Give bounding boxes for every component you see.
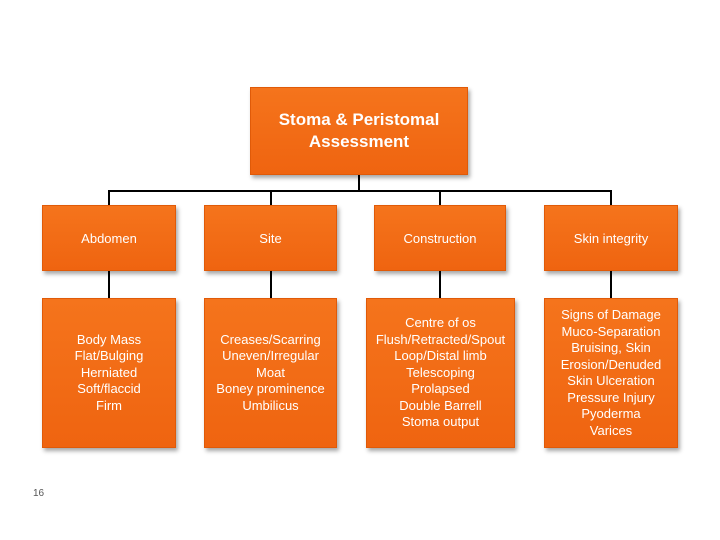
detail-item: Skin Ulceration	[567, 373, 655, 388]
detail-item: Varices	[589, 422, 633, 438]
detail-item: Boney prominence	[216, 381, 325, 397]
detail-item: Pyoderma	[581, 406, 641, 421]
detail-connector-abdomen	[108, 271, 110, 299]
detail-item: Telescoping	[406, 364, 475, 380]
category-site: Site	[204, 205, 337, 271]
branch-connector-abdomen	[108, 190, 110, 206]
detail-item: Firm	[96, 397, 122, 413]
detail-item: Stoma output	[401, 414, 480, 430]
detail-item: Flat/Bulging	[74, 348, 144, 364]
detail-item: Creases/Scarring	[220, 331, 321, 347]
category-abdomen: Abdomen	[42, 205, 176, 271]
category-label: Abdomen	[81, 230, 137, 246]
detail-item: Centre of os	[405, 315, 476, 331]
detail-item: Moat	[256, 364, 285, 380]
detail-item: Flush/Retracted/Spout	[375, 331, 506, 347]
detail-item: Body Mass	[76, 331, 142, 347]
details-construction: Centre of os Flush/Retracted/Spout Loop/…	[366, 298, 515, 448]
detail-connector-skin-integrity	[610, 271, 612, 299]
details-skin-integrity: Signs of Damage Muco-Separation Bruising…	[544, 298, 678, 448]
root-node: Stoma & Peristomal Assessment	[250, 87, 468, 175]
branch-connector-construction	[439, 190, 441, 206]
detail-item: Muco-Separation	[561, 323, 661, 339]
branch-connector-skin-integrity	[610, 190, 612, 206]
detail-item: Prolapsed	[411, 381, 470, 397]
detail-item: Signs of Damage	[561, 307, 661, 322]
category-label: Construction	[403, 230, 477, 246]
detail-item: Herniated	[80, 364, 138, 380]
branch-connector-site	[270, 190, 272, 206]
horizontal-connector	[108, 190, 611, 192]
root-title: Stoma & Peristomal Assessment	[278, 110, 440, 151]
detail-connector-site	[270, 271, 272, 299]
category-label: Skin integrity	[573, 230, 649, 246]
category-skin-integrity: Skin integrity	[544, 205, 678, 271]
page-number: 16	[33, 488, 45, 499]
detail-item: Pressure Injury	[567, 389, 655, 405]
detail-item: Erosion/Denuded	[560, 356, 662, 372]
detail-item: Umbilicus	[242, 397, 299, 413]
category-construction: Construction	[374, 205, 506, 271]
detail-item: Uneven/Irregular	[222, 348, 319, 364]
detail-item: Loop/Distal limb	[394, 348, 487, 364]
detail-item: Bruising, Skin	[571, 340, 651, 355]
details-abdomen: Body Mass Flat/Bulging Herniated Soft/fl…	[42, 298, 176, 448]
details-site: Creases/Scarring Uneven/Irregular Moat B…	[204, 298, 337, 448]
root-connector	[358, 175, 360, 191]
detail-item: Soft/flaccid	[77, 381, 141, 397]
category-label: Site	[259, 230, 282, 246]
detail-connector-construction	[439, 271, 441, 299]
detail-item: Double Barrell	[399, 397, 482, 413]
